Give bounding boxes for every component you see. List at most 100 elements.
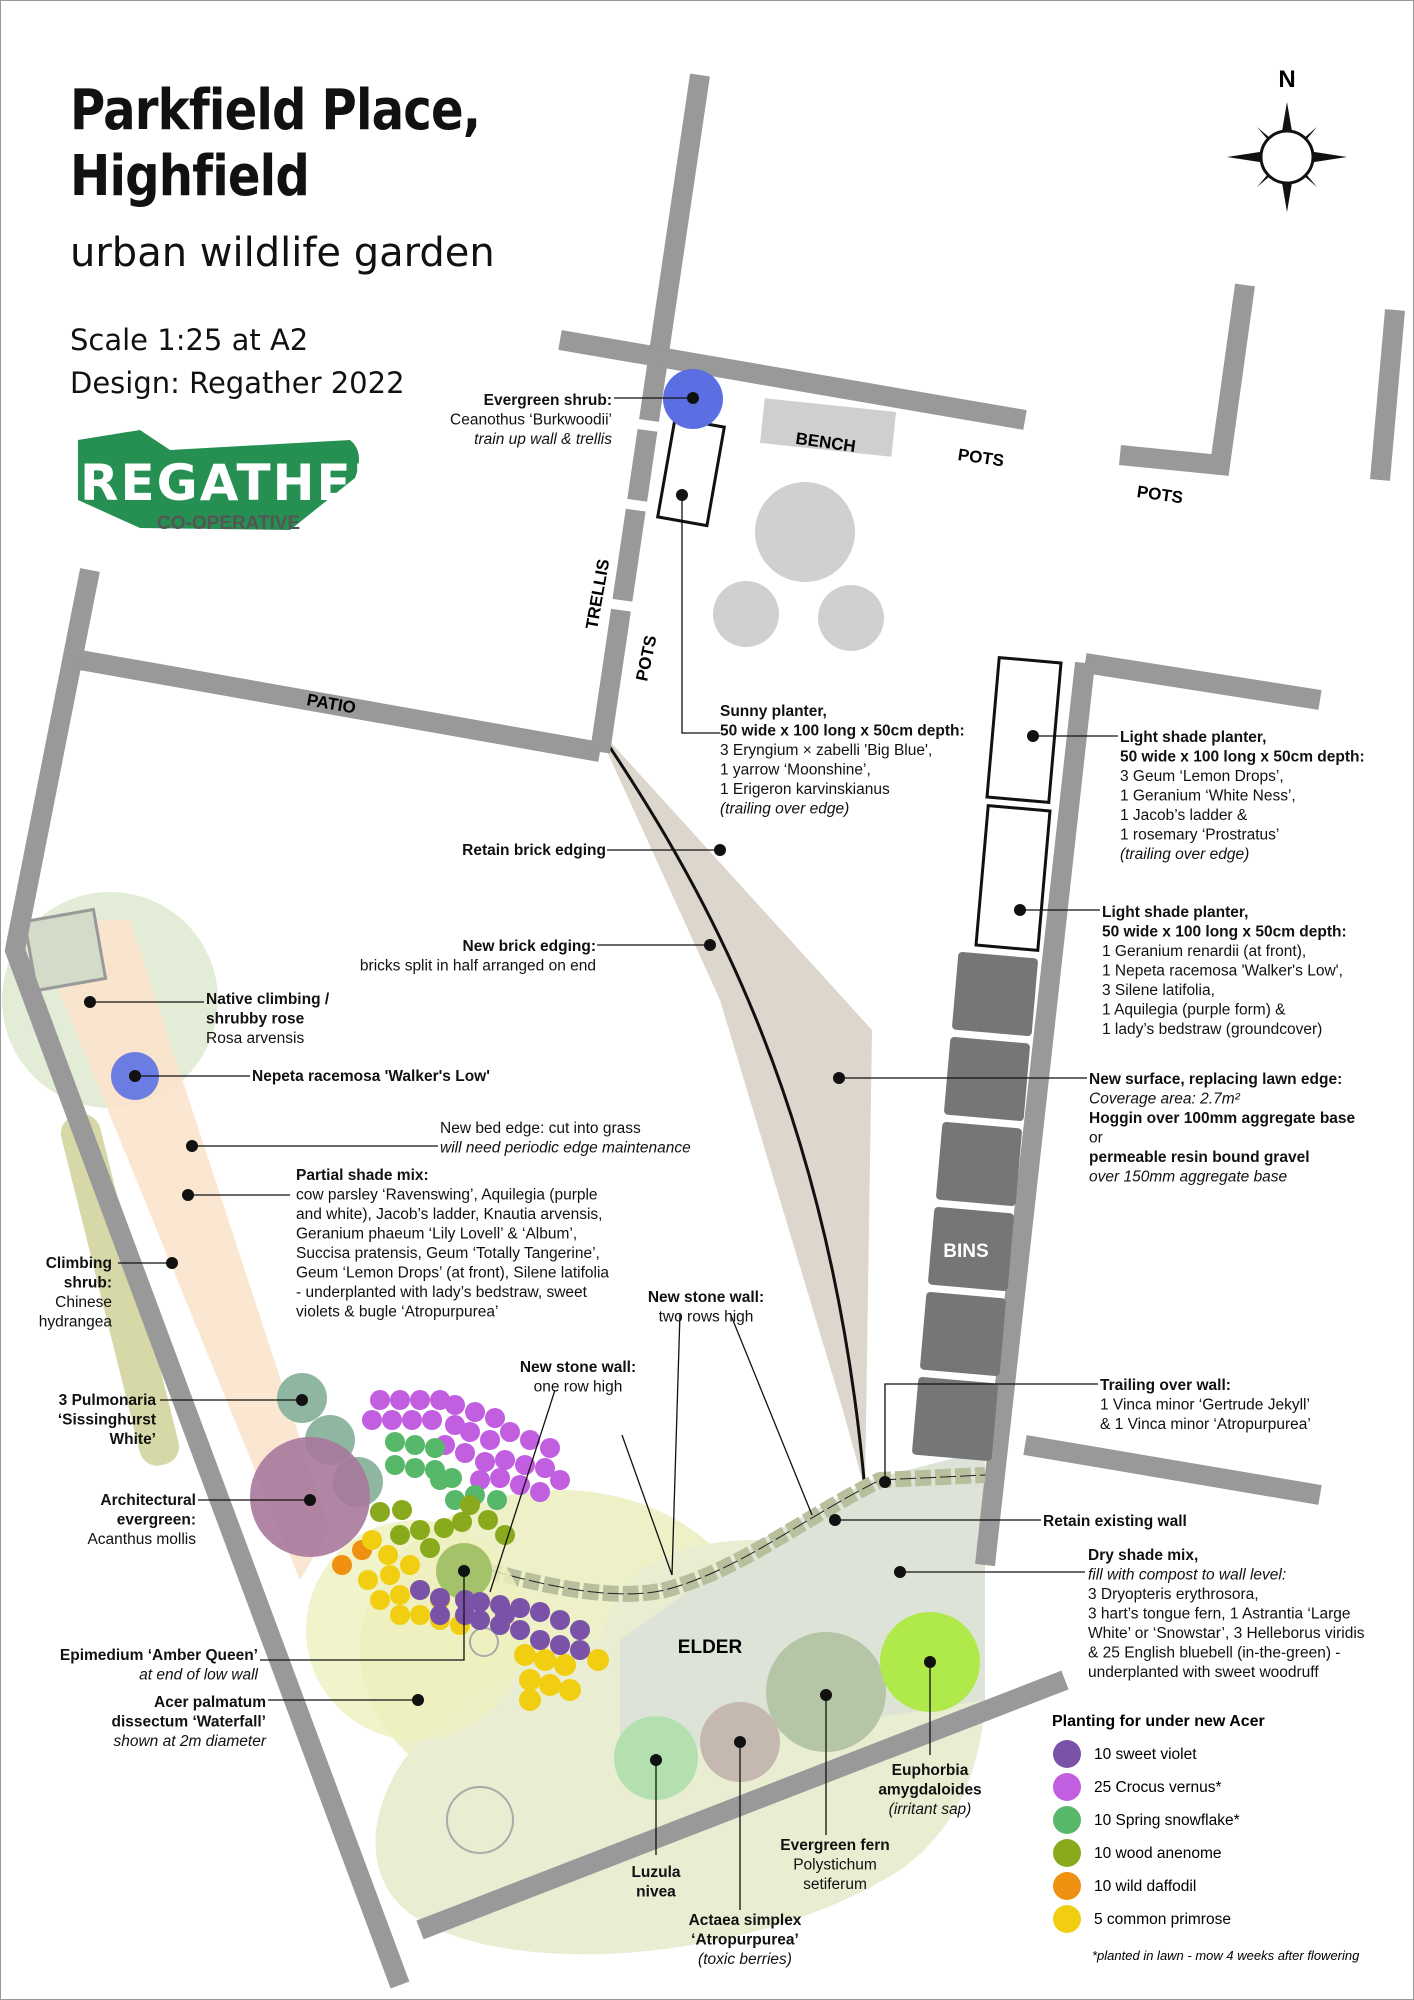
compass-north: N [1278,66,1295,93]
bulb-dot [554,1654,576,1676]
label-line: permeable resin bound gravel [1089,1149,1310,1166]
label-light-shade-2: Light shade planter,50 wide x 100 long x… [1102,904,1347,1038]
bulb-dot [370,1390,390,1410]
label-line: 3 Eryngium × zabelli 'Big Blue', [720,742,932,759]
label-line: Ceanothus ‘Burkwoodii’ [450,412,612,429]
new-surface [595,725,872,1490]
light-shade-planter-2 [974,803,1052,953]
label-line: (irritant sap) [889,1801,972,1818]
bulb-dot [490,1468,510,1488]
label-line: setiferum [803,1876,867,1893]
bulb-dot [382,1410,402,1430]
label-line: amygdaloides [878,1782,981,1799]
legend-swatch [1053,1773,1081,1801]
leader-dots [84,392,1039,1766]
bulb-dot [587,1649,609,1671]
bulb-dot [455,1590,475,1610]
label-line: - underplanted with lady’s bedstraw, swe… [296,1284,588,1301]
label-line: shrub: [64,1275,112,1292]
bulb-dot [445,1395,465,1415]
bulb-dot [410,1390,430,1410]
label-line: New surface, replacing lawn edge: [1089,1071,1342,1088]
bulb-dot [332,1555,352,1575]
label-line: Geum ‘Lemon Drops’ (at front), Silene la… [296,1265,609,1282]
patio-edge [78,650,602,762]
hydrangea-bed [60,1114,180,1466]
label-line: Retain brick edging [462,842,606,859]
bulb-dot [485,1408,505,1428]
title-line-1: Parkfield Place, [70,78,481,143]
label-line: New brick edging: [463,938,597,955]
scale-note: Scale 1:25 at A2 [70,323,309,357]
label-new-surface: New surface, replacing lawn edge:Coverag… [1089,1071,1356,1186]
legend-label: 25 Crocus vernus* [1094,1779,1222,1796]
bulb-dot [402,1410,422,1430]
design-credit: Design: Regather 2022 [70,366,405,400]
label-line: 1 Jacob’s ladder & [1120,807,1248,824]
label-line: Actaea simplex [689,1912,802,1929]
legend-label: 10 Spring snowflake* [1094,1812,1240,1829]
bulb-dot [559,1679,581,1701]
label-dry-shade: Dry shade mix,fill with compost to wall … [1088,1547,1365,1681]
label-nepeta: Nepeta racemosa 'Walker's Low' [252,1068,490,1085]
label-stone-wall-one: New stone wall:one row high [520,1359,636,1396]
pots-wall [1119,283,1255,476]
legend-label: 10 wild daffodil [1094,1878,1196,1895]
east-wall-stub [1023,1435,1322,1505]
label-new-brick: New brick edging: bricks split in half ar… [360,938,596,975]
label-line: 3 Silene latifolia, [1102,982,1215,999]
label-line: underplanted with sweet woodruff [1088,1664,1319,1681]
bulb-dot [390,1605,410,1625]
label-line: 1 lady’s bedstraw (groundcover) [1102,1021,1322,1038]
bulb-dots [332,1390,609,1711]
bins-label: BINS [943,1241,988,1262]
legend: Planting for under new Acer *planted in … [1052,1713,1360,1963]
label-line: Architectural [100,1492,196,1509]
bulb-dot [392,1500,412,1520]
label-line: (trailing over edge) [720,801,849,818]
bulb-dot [455,1443,475,1463]
label-line: & 25 English bluebell (in-the-green) - [1088,1645,1340,1662]
label-stone-wall-two: New stone wall:two rows high [648,1289,764,1326]
label-line: shrubby rose [206,1011,305,1028]
bulb-dot [534,1649,556,1671]
label-line: Dry shade mix, [1088,1547,1198,1564]
bulb-dot [385,1455,405,1475]
label-line: 1 Nepeta racemosa 'Walker's Low', [1102,963,1343,980]
bulb-dot [535,1458,555,1478]
label-line: 50 wide x 100 long x 50cm depth: [1120,749,1365,766]
label-line: 1 rosemary ‘Prostratus’ [1120,827,1279,844]
bulb-dot [390,1525,410,1545]
bulb-dot [422,1410,442,1430]
bulb-dot [519,1689,541,1711]
label-line: or [1089,1130,1103,1147]
legend-label: 5 common primrose [1094,1911,1231,1928]
label-line: Acanthus mollis [87,1531,196,1548]
bulb-dot [519,1669,541,1691]
brick-edging [593,724,867,1491]
annotations: Evergreen shrub:Ceanothus ‘Burkwoodii’tr… [39,392,1365,1968]
label-line: New stone wall: [520,1359,636,1376]
stone-wall-outline [489,1474,986,1595]
legend-swatch [1053,1905,1081,1933]
label-line: and white), Jacob’s ladder, Knautia arve… [296,1206,602,1223]
bulb-dot [410,1520,430,1540]
label-line: New bed edge: cut into grass [440,1120,641,1137]
label-line: 3 Pulmonaria [59,1392,157,1409]
label-line: Epimedium ‘Amber Queen’ [60,1647,258,1664]
legend-title: Planting for under new Acer [1052,1713,1265,1730]
label-line: bricks split in half arranged on end [360,958,596,975]
bulb-dot [410,1580,430,1600]
label-line: Trailing over wall: [1100,1377,1231,1394]
bulb-dot [487,1490,507,1510]
bulb-dot [510,1620,530,1640]
light-shade-planter-1 [985,655,1063,805]
label-line: nivea [636,1884,676,1901]
label-line: Nepeta racemosa 'Walker's Low' [252,1068,490,1085]
bulb-dot [514,1644,536,1666]
bulb-dot [570,1620,590,1640]
label-retain-brick: Retain brick edging [462,842,606,859]
